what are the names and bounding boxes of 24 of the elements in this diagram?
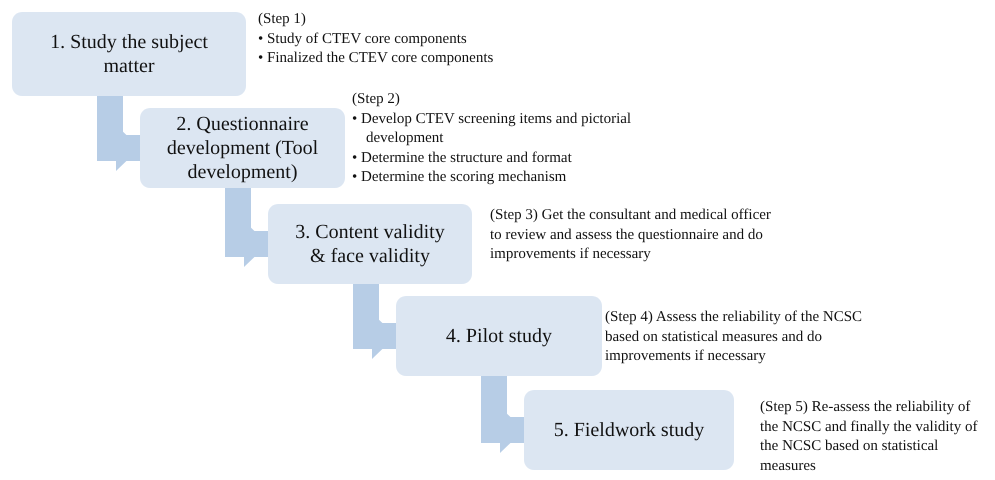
step-title: 3. Content validity & face validity bbox=[294, 220, 446, 268]
step-box bbox=[396, 296, 602, 376]
bullet-item: • Finalized the CTEV core components bbox=[258, 49, 494, 68]
step-label: (Step 2) bbox=[352, 90, 401, 109]
step-box bbox=[268, 204, 472, 284]
bullet-item: • Study of CTEV core components bbox=[258, 30, 468, 48]
step-note: (Step 4) Assess the reliability of the NCSC based on statistical measures and do improvements if necessary bbox=[605, 308, 864, 366]
step-title: 4. Pilot study bbox=[446, 324, 552, 348]
step-box bbox=[12, 12, 246, 96]
step-box bbox=[140, 108, 345, 188]
step-box bbox=[524, 390, 734, 470]
bullet-item: • Develop CTEV screening items and pictorial development bbox=[352, 110, 632, 148]
bent-arrow bbox=[353, 284, 396, 359]
step-title: 5. Fieldwork study bbox=[554, 418, 704, 442]
bent-arrow bbox=[97, 96, 140, 171]
bullet-item: • Determine the structure and format bbox=[352, 148, 573, 168]
bent-arrow bbox=[225, 188, 268, 267]
step-note: (Step 3) Get the consultant and medical officer to review and assess the questionnaire and do improvements if necessary bbox=[490, 206, 772, 264]
step-title: 2. Questionnaire development (Tool development) bbox=[166, 112, 320, 184]
step-label: (Step 1) bbox=[258, 10, 307, 29]
bent-arrow bbox=[481, 376, 524, 453]
step-title: 1. Study the subject matter bbox=[49, 30, 209, 78]
step-note: (Step 5) Re-assess the reliability of the NCSC and finally the validity of the NCSC based on statistical measures bbox=[760, 398, 978, 476]
bullet-item: • Determine the scoring mechanism bbox=[352, 168, 568, 187]
